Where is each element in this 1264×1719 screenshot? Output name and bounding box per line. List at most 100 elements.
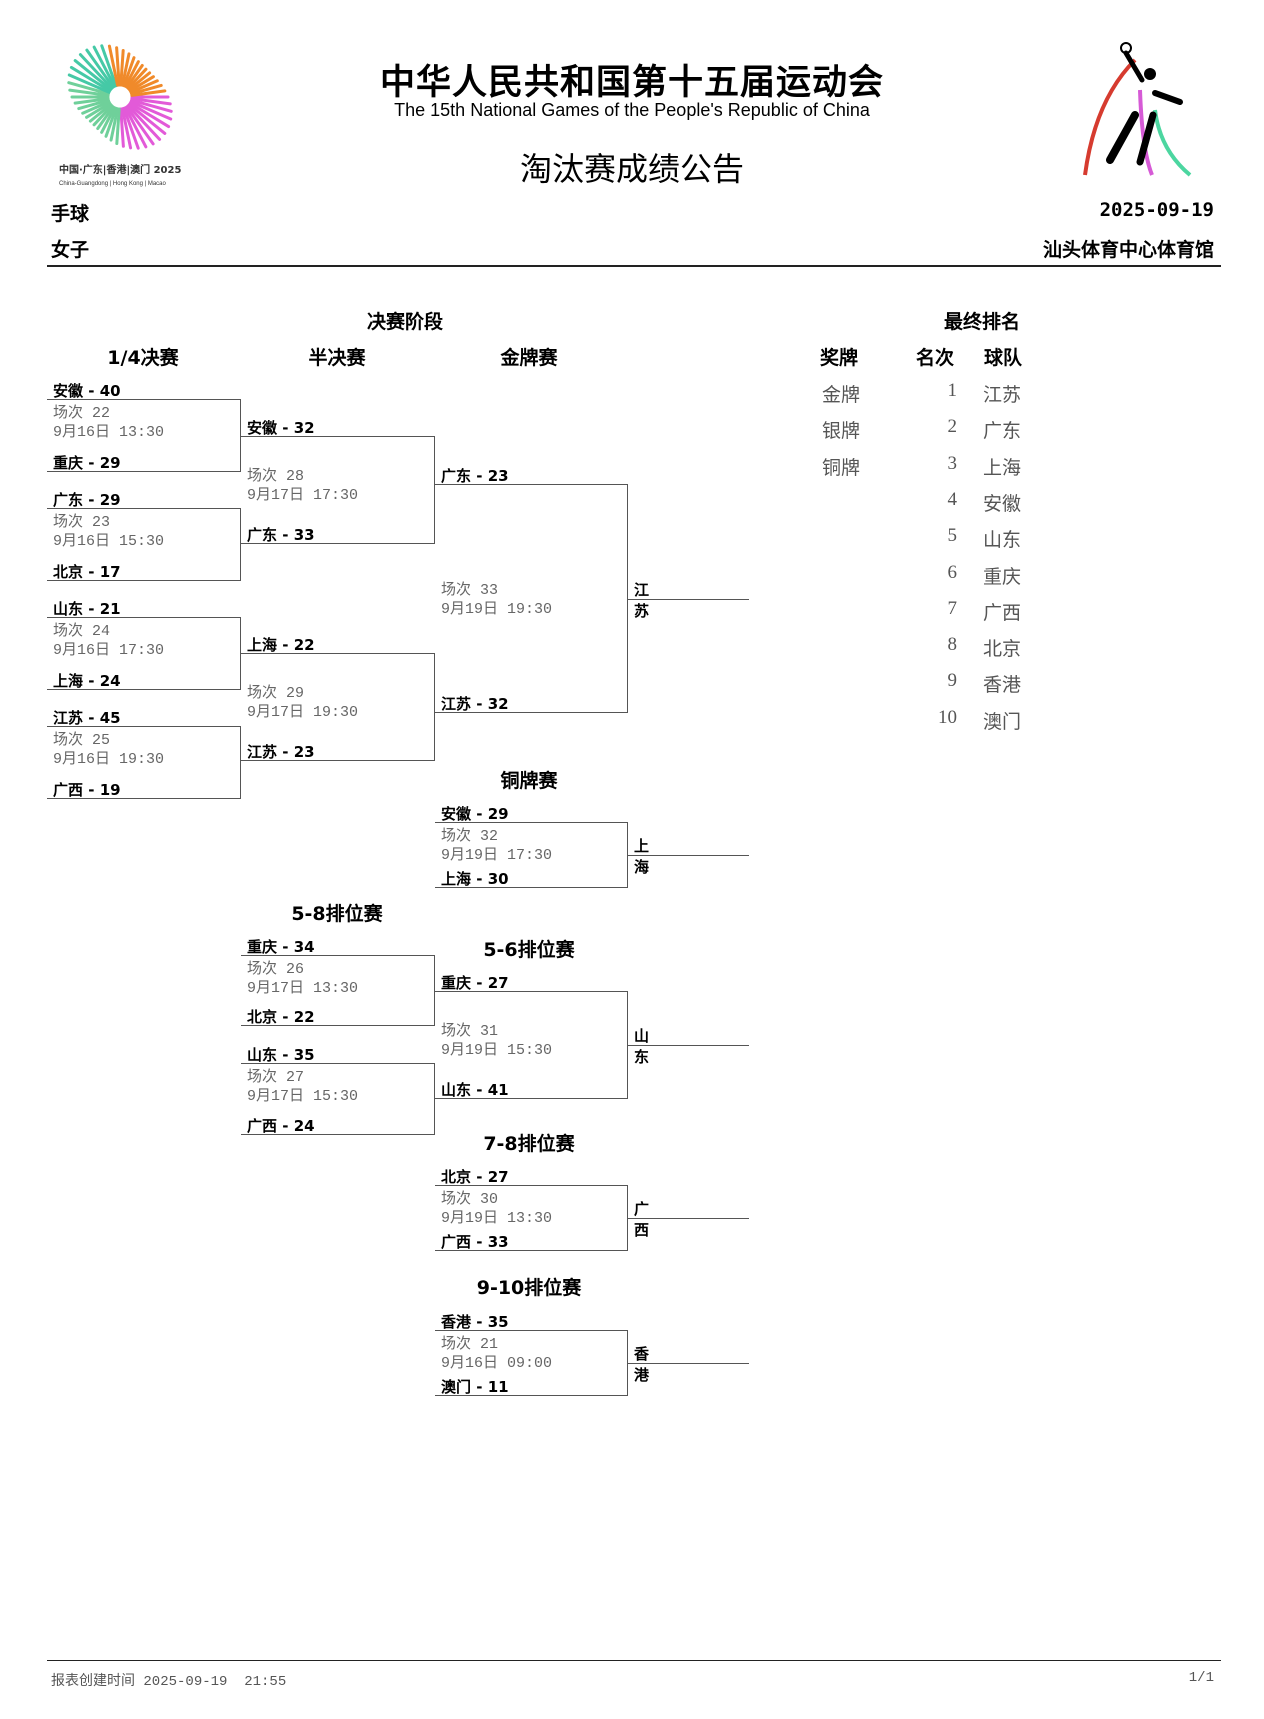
team-name: 广东 (441, 467, 472, 485)
match-datetime-line: 9月17日 15:30 (247, 1087, 358, 1106)
separator: - (471, 1378, 488, 1396)
match-number-line: 场次 31 (441, 1022, 552, 1041)
team-name: 北京 (247, 1008, 278, 1026)
match-label: 场次 (441, 828, 472, 845)
match-time: 17:30 (313, 487, 359, 504)
team-name: 澳门 (441, 1378, 472, 1396)
match-datetime-line: 9月19日 15:30 (441, 1041, 552, 1060)
logo-petal (128, 75, 155, 93)
team-score: 27 (487, 1168, 509, 1186)
separator: - (277, 938, 294, 956)
logo-petal (78, 53, 114, 90)
match-date: 9月17日 (247, 980, 305, 997)
separator: - (471, 1168, 488, 1186)
match-number-line: 场次 23 (53, 513, 164, 532)
logo-petal (77, 98, 110, 111)
place-9-10-heading: 9-10排位赛 (476, 1277, 582, 1299)
team-score: 29 (99, 454, 121, 472)
team-score: 24 (99, 672, 121, 690)
match-number: 33 (480, 582, 499, 599)
match-number: 26 (286, 961, 305, 978)
created-label: 报表创建时间 (51, 1674, 135, 1690)
match-number: 24 (92, 623, 111, 640)
separator: - (277, 1008, 294, 1026)
bottom-team-label: 江苏 - 23 (247, 741, 315, 762)
games-title-en: The 15th National Games of the People's … (394, 100, 870, 120)
team-name: 江苏 (53, 709, 84, 727)
top-team-label: 广东 - 23 (441, 465, 509, 486)
top-team-label: 安徽 - 29 (441, 803, 509, 824)
ranking-rank: 10 (938, 706, 957, 728)
logo-petal (124, 106, 148, 149)
quarterfinal-heading: 1/4决赛 (107, 347, 179, 369)
separator: - (83, 709, 100, 727)
match-label: 场次 (441, 582, 472, 599)
team-score: 35 (293, 1046, 315, 1064)
match-date: 9月16日 (441, 1355, 499, 1372)
top-team-label: 安徽 - 40 (53, 380, 121, 401)
logo-petal (119, 48, 125, 87)
logo-petal (129, 79, 159, 94)
semifinal-heading: 半决赛 (308, 347, 366, 369)
match-date: 9月16日 (53, 642, 111, 659)
match-datetime-line: 9月16日 13:30 (53, 423, 164, 442)
team-score: 45 (99, 709, 121, 727)
match-datetime-line: 9月19日 19:30 (441, 600, 552, 619)
separator: - (83, 491, 100, 509)
match-label: 场次 (247, 961, 278, 978)
team-name: 上海 (53, 672, 84, 690)
match-date: 9月17日 (247, 704, 305, 721)
match-label: 场次 (441, 1191, 472, 1208)
final-ranking-heading: 最终排名 (943, 311, 1020, 333)
team-score: 29 (487, 805, 509, 823)
match-datetime-line: 9月16日 09:00 (441, 1354, 552, 1373)
team-score: 34 (293, 938, 315, 956)
logo-petal (107, 44, 120, 87)
logo-petal (67, 73, 111, 94)
ranking-team: 北京 (983, 638, 1022, 661)
match-time: 15:30 (313, 1088, 359, 1105)
winner-line (628, 1363, 749, 1364)
winner-line (628, 599, 749, 600)
top-team-label: 山东 - 21 (53, 598, 121, 619)
bottom-team-label: 上海 - 24 (53, 670, 121, 691)
svg-text:中国·广东|香港|澳门 2025: 中国·广东|香港|澳门 2025 (59, 163, 181, 176)
logo-petal (92, 45, 116, 88)
team-score: 23 (293, 743, 315, 761)
ranking-header-medal: 奖牌 (819, 347, 858, 369)
team-score: 22 (293, 636, 315, 654)
winner-label: 上海 (634, 837, 650, 876)
logo-petal (124, 60, 140, 88)
match-label: 场次 (53, 623, 84, 640)
top-team-label: 北京 - 27 (441, 1166, 509, 1187)
ranking-team: 香港 (983, 674, 1022, 697)
gold-match-heading: 金牌赛 (500, 347, 558, 369)
team-name: 重庆 (247, 938, 278, 956)
winner-label: 广西 (634, 1200, 650, 1239)
team-name: 山东 (441, 1081, 472, 1099)
match-datetime-line: 9月17日 17:30 (247, 486, 358, 505)
footer-divider (47, 1660, 1221, 1661)
match-number: 32 (480, 828, 499, 845)
match-time: 15:30 (507, 1042, 553, 1059)
bronze-match-heading: 铜牌赛 (500, 770, 558, 792)
ranking-header-rank: 名次 (915, 347, 954, 369)
logo-petal (126, 67, 148, 90)
logo-petal (125, 105, 155, 146)
logo-petal (69, 65, 112, 93)
ranking-team: 上海 (983, 456, 1022, 479)
match-datetime-line: 9月16日 15:30 (53, 532, 164, 551)
match-label: 场次 (441, 1336, 472, 1353)
document-title: 淘汰赛成绩公告 (519, 150, 744, 188)
team-score: 17 (99, 563, 121, 581)
